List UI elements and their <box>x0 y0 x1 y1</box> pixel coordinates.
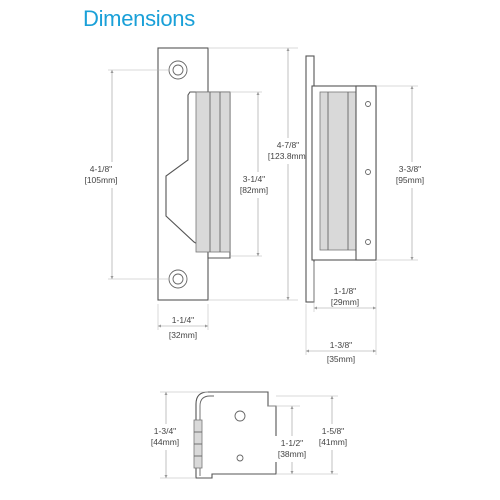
side-view: 3-3/8" [95mm] 1-1/8" [29mm] 1-3/8" [35mm… <box>305 55 432 364</box>
top-height-label: 1-3/4" <box>154 426 176 436</box>
side-screw-top <box>365 101 371 107</box>
height-overall-label: 4-7/8" <box>277 140 299 150</box>
side-screw-mid <box>365 169 371 175</box>
top-hole-large <box>234 410 246 422</box>
side-keeper <box>319 91 359 251</box>
top-right-height-label: 1-5/8" <box>322 426 344 436</box>
front-view: 4-1/8" [105mm] 3-1/4" [82mm] 4-7/8" [123… <box>84 47 310 340</box>
top-hole-small <box>236 454 244 462</box>
page-title: Dimensions <box>83 6 195 31</box>
side-depth-mm-label: [29mm] <box>331 297 359 307</box>
top-screw-hole <box>168 60 188 80</box>
height-keeper-label: 3-1/4" <box>243 174 265 184</box>
keeper <box>195 91 231 253</box>
top-right-height-mm-label: [41mm] <box>319 437 347 447</box>
top-height-mm-label: [44mm] <box>151 437 179 447</box>
side-screw-bottom <box>365 239 371 245</box>
height-keeper-mm-label: [82mm] <box>240 185 268 195</box>
top-body-height-mm-label: [38mm] <box>278 449 306 459</box>
top-body-height-label: 1-1/2" <box>281 438 303 448</box>
width-mm-label: [32mm] <box>169 330 197 340</box>
top-view: 1-3/4" [44mm] 1-1/2" [38mm] 1-5/8" [41mm… <box>146 391 352 479</box>
side-depth-label: 1-1/8" <box>334 286 356 296</box>
side-height-label: 3-3/8" <box>399 164 421 174</box>
top-body <box>195 391 277 479</box>
side-overall-depth-label: 1-3/8" <box>330 340 352 350</box>
height-holes-label: 4-1/8" <box>90 164 112 174</box>
bottom-screw-hole <box>168 269 188 289</box>
width-label: 1-1/4" <box>172 315 194 325</box>
side-height-mm-label: [95mm] <box>396 175 424 185</box>
height-holes-mm-label: [105mm] <box>84 175 117 185</box>
height-overall-mm-label: [123.8mm] <box>268 151 308 161</box>
side-overall-depth-mm-label: [35mm] <box>327 354 355 364</box>
